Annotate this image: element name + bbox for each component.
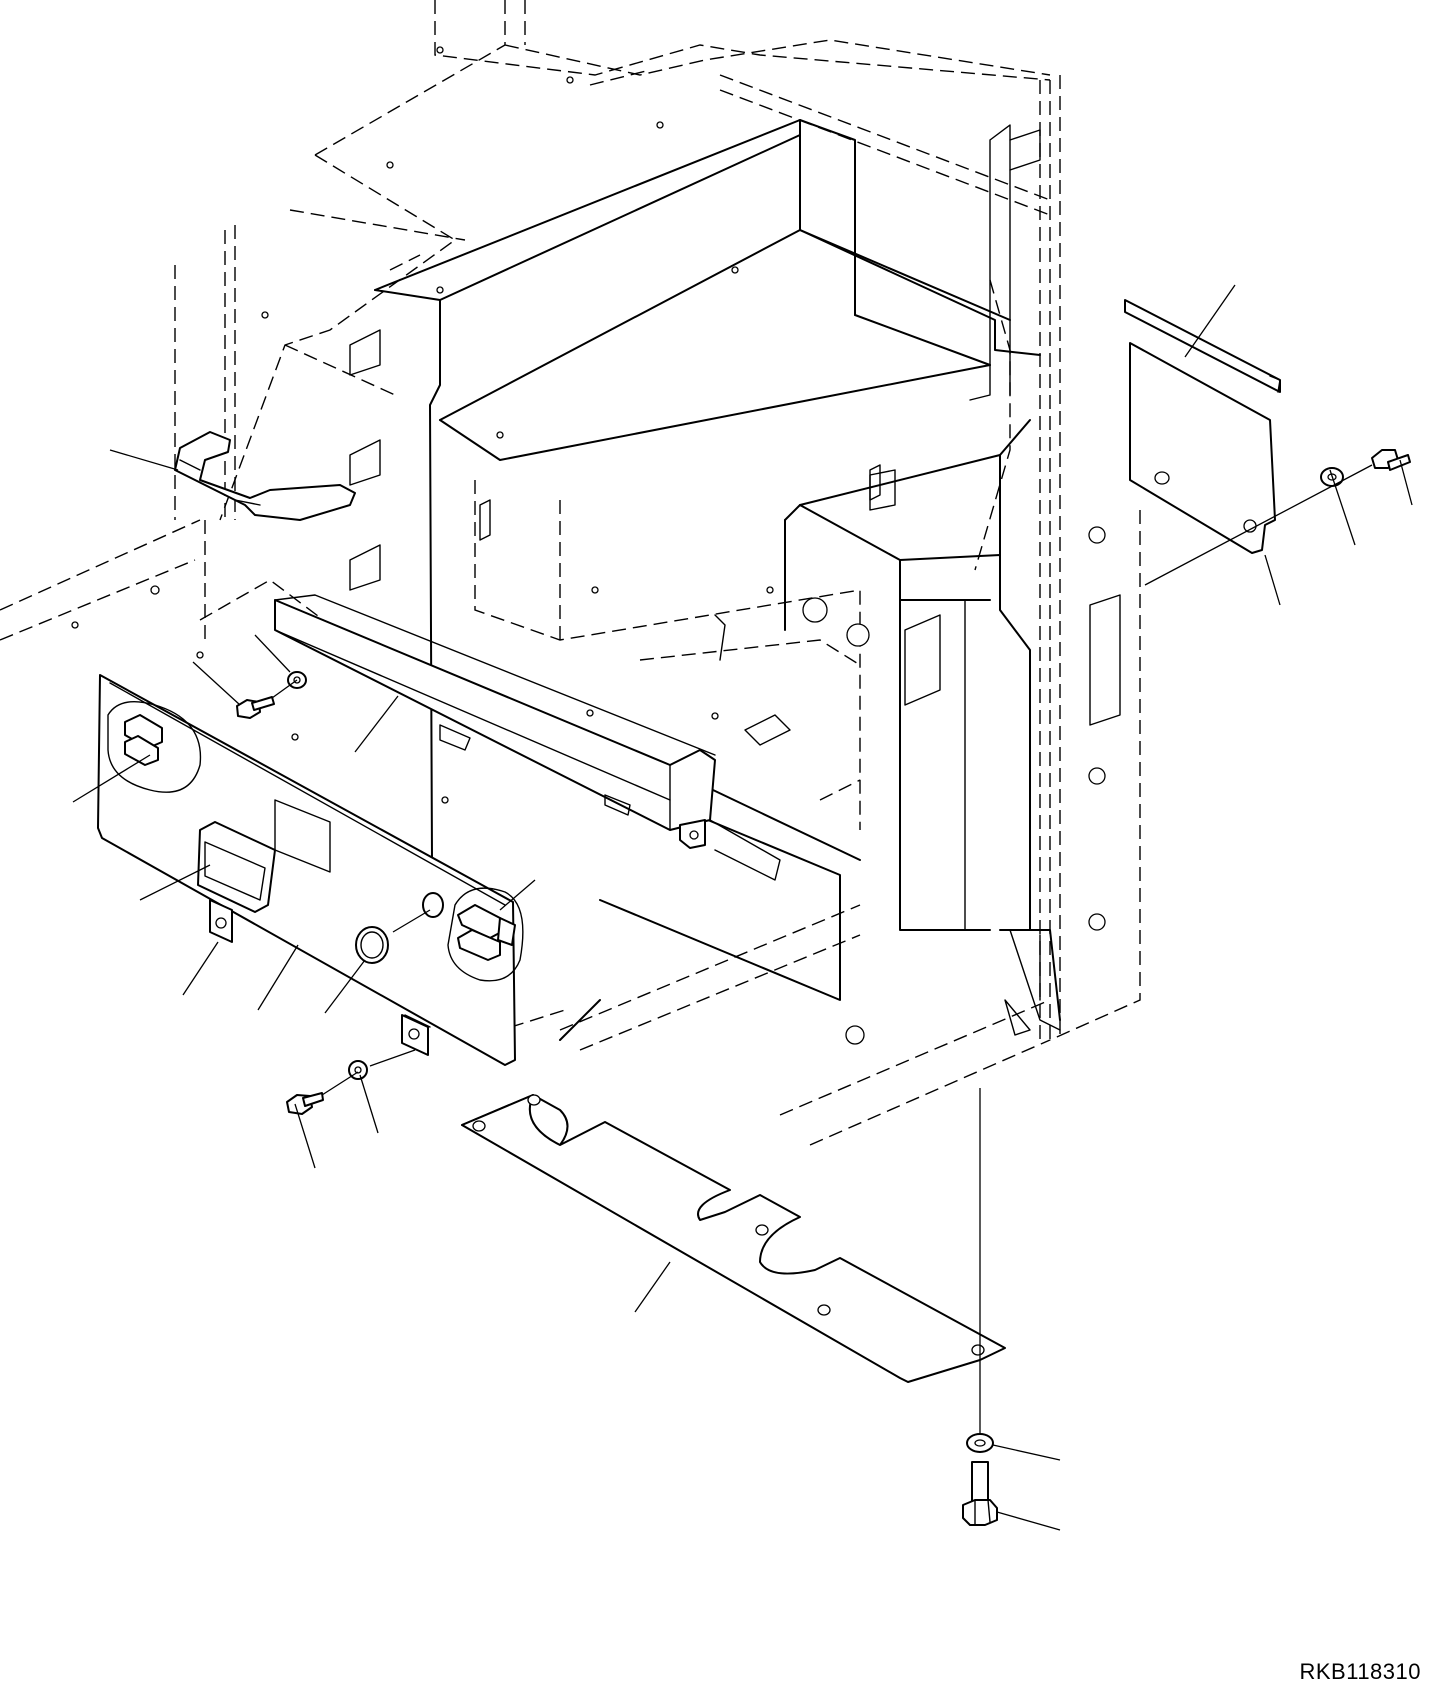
part-washer-lower [348, 1060, 368, 1080]
part-handle-bracket [174, 431, 356, 521]
part-channel-duct [274, 594, 781, 881]
assembly-line-upper-right [1144, 464, 1373, 586]
part-bolt-bottom [962, 1461, 998, 1526]
part-floor-plate [461, 1094, 1006, 1383]
drawing-code: RKB118310 [1299, 1659, 1421, 1684]
part-bolt-lower [286, 1092, 324, 1115]
part-cover-plate [1129, 342, 1276, 554]
assembly-line-grommet [392, 909, 431, 933]
part-washer-bottom [966, 1433, 994, 1453]
cab-body [349, 119, 1121, 1045]
leader-lines [72, 284, 1413, 1531]
part-bolt-upper-right [1371, 449, 1411, 471]
part-seal-strip [1124, 299, 1281, 393]
part-bolt-upper-left [236, 696, 275, 719]
assembly-line-bolt-upper-left [271, 679, 298, 699]
background-holes [71, 46, 774, 804]
part-front-panel [97, 674, 516, 1066]
part-latch-right [447, 887, 524, 982]
assembly-line-bolt-lower [321, 1049, 416, 1096]
cab-frame-outline [0, 0, 1141, 1146]
